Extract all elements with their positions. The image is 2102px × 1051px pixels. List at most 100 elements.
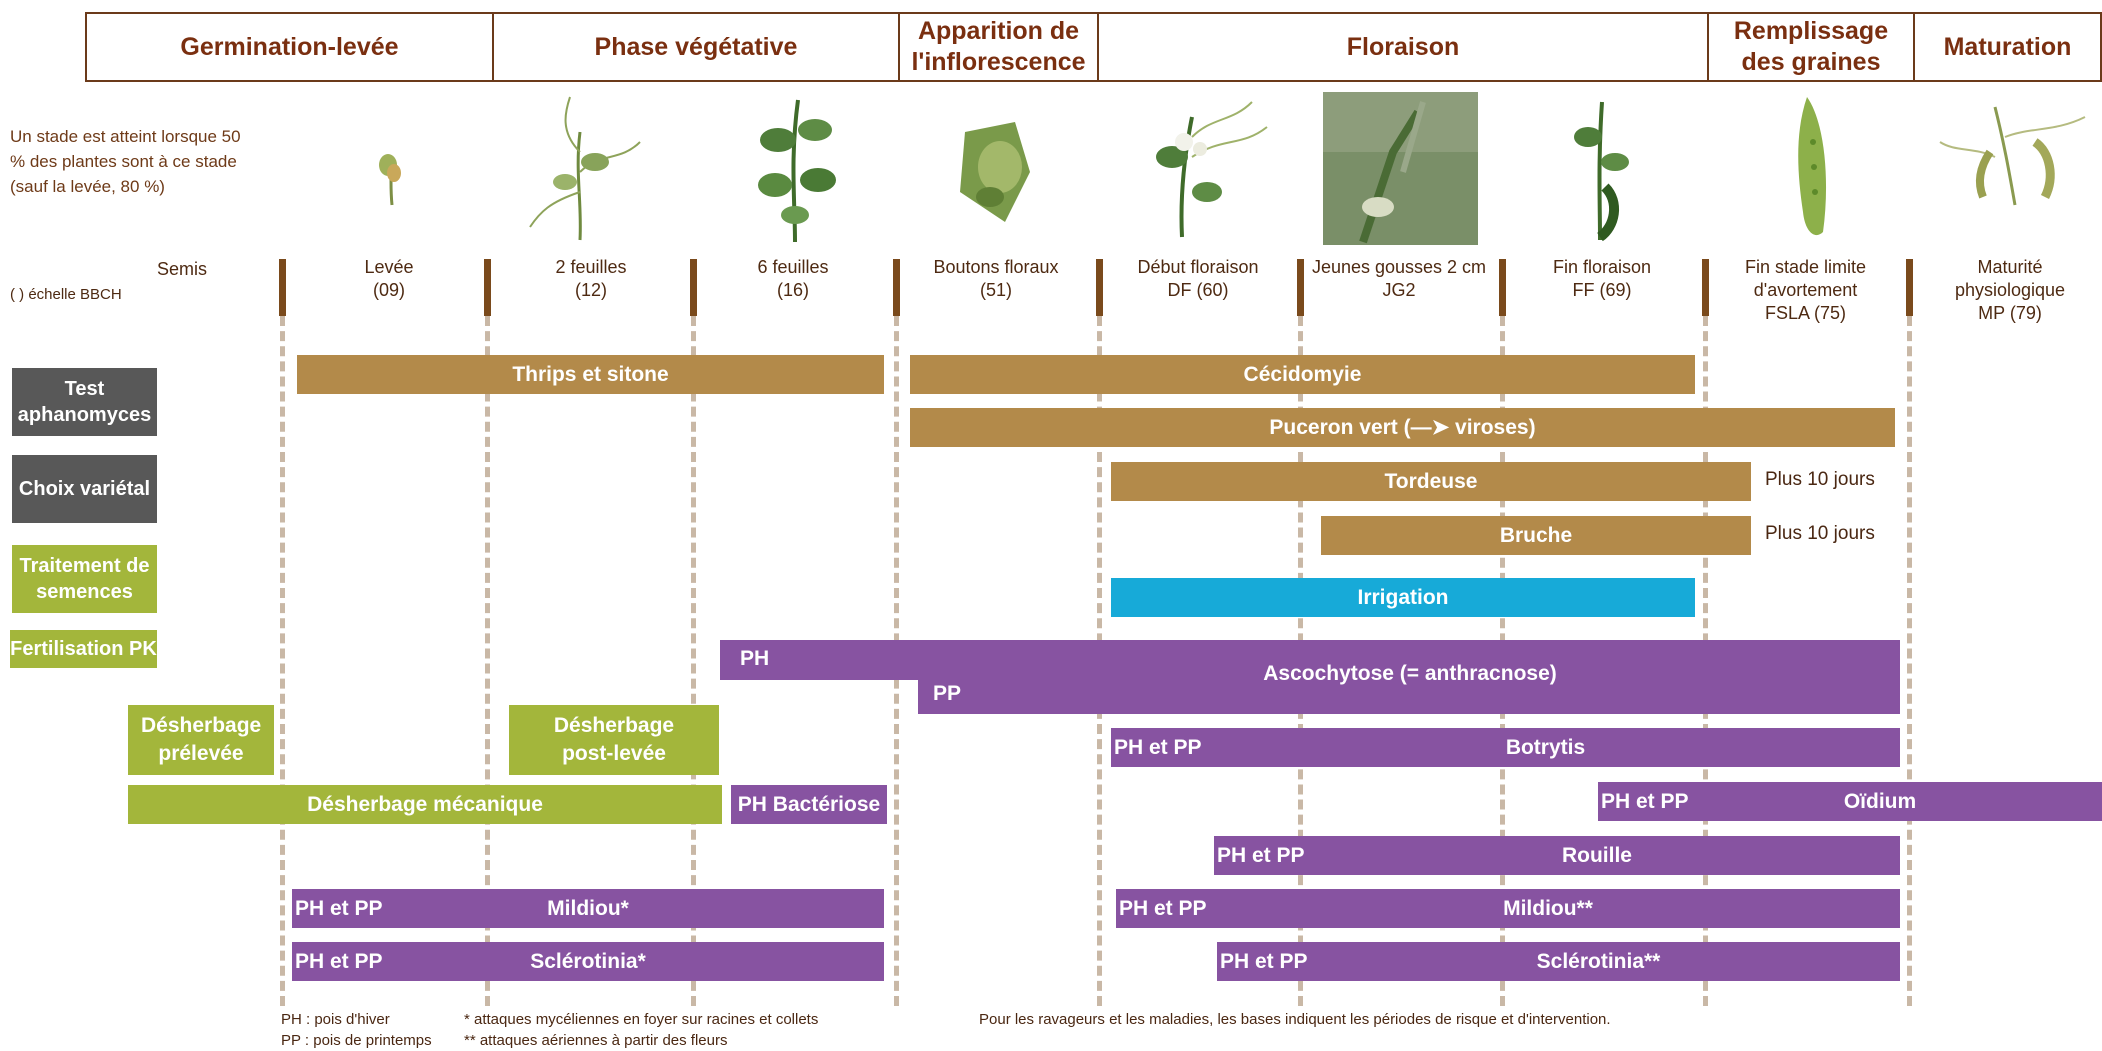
stage-tick	[279, 259, 286, 316]
phase-label: Phase végétative	[594, 32, 798, 61]
puceron-vert-bar: Puceron vert (—➤ viroses)	[910, 408, 1895, 447]
stage-code: MP (79)	[1978, 303, 2042, 323]
stage-guide-line	[1907, 316, 1912, 1006]
phase-label: Remplissage des graines	[1733, 17, 1889, 76]
bar-label: Sclérotinia*	[530, 949, 646, 973]
stage-guide-line	[280, 316, 285, 1006]
stage-name: Fin floraison	[1552, 257, 1652, 277]
phase-label: Floraison	[1346, 32, 1460, 61]
bruche-extension-note: Plus 10 jours	[1765, 523, 1875, 544]
stage-tick	[1906, 259, 1913, 316]
phase-remplissage: Remplissage des graines	[1707, 12, 1913, 82]
bbch-scale-label: ( ) échelle BBCH	[10, 286, 122, 303]
phase-germination-levee: Germination-levée	[85, 12, 492, 82]
bar-label: Tordeuse	[1384, 469, 1478, 493]
stage-code: DF (60)	[1167, 280, 1229, 300]
bar-label: Thrips et sitone	[512, 362, 669, 386]
six-leaves-plant-illustration	[758, 99, 836, 243]
stage-maturite: Maturité physiologique MP (79)	[1930, 256, 2090, 325]
stage-tick	[484, 259, 491, 316]
bar-prefix: PH et PP	[1119, 896, 1207, 920]
bar-prefix: PH et PP	[295, 896, 383, 920]
stage-jeunes-gousses: Jeunes gousses 2 cm JG2	[1299, 256, 1499, 302]
stage-code: (09)	[372, 280, 405, 300]
bar-prefix: PH et PP	[1601, 789, 1689, 813]
bar-label: Sclérotinia**	[1536, 949, 1661, 973]
stage-tick	[690, 259, 697, 316]
side-label: Test aphanomyces	[17, 378, 152, 426]
bar-label: Bruche	[1499, 523, 1573, 547]
bar-label: Cécidomyie	[1243, 362, 1362, 386]
stage-fin-floraison: Fin floraison FF (69)	[1507, 256, 1697, 302]
stage-name: 6 feuilles	[757, 257, 829, 277]
stage-name: Maturité physiologique	[1954, 257, 2066, 300]
bar-label: PH Bactériose	[737, 792, 881, 816]
footer-ph-legend: PH : pois d'hiver	[281, 1011, 390, 1028]
phase-inflorescence: Apparition de l'inflorescence	[898, 12, 1097, 82]
bar-prefix: PH et PP	[1220, 949, 1308, 973]
bar-label: Puceron vert (—➤ viroses)	[1269, 416, 1536, 439]
flowering-start-illustration	[1156, 101, 1268, 238]
stage-code: FSLA (75)	[1764, 303, 1847, 323]
bar-label: Botrytis	[1505, 735, 1586, 759]
desherbage-prelevee-bar: Désherbage prélevée	[128, 705, 274, 775]
bar-label: Rouille	[1561, 843, 1632, 867]
rouille-bar: PH et PP Rouille	[1214, 836, 1900, 875]
stage-guide-line	[485, 316, 490, 1006]
choix-varietal-box: Choix variétal	[12, 455, 157, 523]
stage-name: Jeunes gousses 2 cm	[1311, 257, 1487, 277]
mature-plant-illustration	[1939, 106, 2086, 206]
phase-label: Apparition de l'inflorescence	[911, 17, 1086, 76]
bar-prefix: PH et PP	[1217, 843, 1305, 867]
bar-label: Désherbage post-levée	[553, 714, 675, 765]
stage-name: Boutons floraux	[933, 257, 1059, 277]
phase-maturation: Maturation	[1913, 12, 2102, 82]
bar-label: Désherbage mécanique	[307, 792, 543, 816]
pea-pod-illustration	[1798, 97, 1827, 236]
bar-prefix: PH et PP	[295, 949, 383, 973]
ascochytose-label: Ascochytose (= anthracnose)	[1263, 662, 1557, 685]
bruche-bar: Bruche	[1321, 516, 1751, 555]
stage-code: JG2	[1382, 280, 1416, 300]
ascochytose-ph-label: PH	[740, 647, 770, 670]
stage-name: Levée	[364, 257, 414, 277]
oidium-bar: PH et PP Oïdium	[1598, 782, 2102, 821]
irrigation-bar: Irrigation	[1111, 578, 1695, 617]
seedling-illustration	[379, 154, 401, 206]
sclerotinia-early-bar: PH et PP Sclérotinia*	[292, 942, 884, 981]
stage-semis: Semis	[87, 258, 277, 281]
tordeuse-extension-note: Plus 10 jours	[1765, 469, 1875, 490]
phase-vegetative: Phase végétative	[492, 12, 898, 82]
stage-6-feuilles: 6 feuilles (16)	[698, 256, 888, 302]
footer-star1-note: * attaques mycéliennes en foyer sur raci…	[464, 1011, 819, 1028]
tordeuse-bar: Tordeuse	[1111, 462, 1751, 501]
thrips-sitone-bar: Thrips et sitone	[297, 355, 884, 394]
bar-prefix: PH et PP	[1114, 735, 1202, 759]
stage-tick	[1096, 259, 1103, 316]
bacteriose-bar: PH Bactériose	[731, 785, 887, 824]
fertilisation-pk-box: Fertilisation PK	[10, 630, 157, 668]
desherbage-postlevee-bar: Désherbage post-levée	[509, 705, 719, 775]
stage-code: FF (69)	[1572, 280, 1632, 300]
stage-code: (12)	[574, 280, 607, 300]
flower-buds-illustration	[960, 122, 1030, 222]
footer-pp-legend: PP : pois de printemps	[281, 1032, 432, 1049]
bar-label: Mildiou**	[1503, 896, 1593, 920]
cecidomyie-bar: Cécidomyie	[910, 355, 1695, 394]
stage-guide-line	[691, 316, 696, 1006]
phase-floraison: Floraison	[1097, 12, 1707, 82]
desherbage-mecanique-bar: Désherbage mécanique	[128, 785, 722, 824]
footer-risk-note: Pour les ravageurs et les maladies, les …	[979, 1011, 1611, 1028]
stage-2-feuilles: 2 feuilles(12)	[496, 256, 686, 302]
young-pods-photo	[1323, 92, 1478, 245]
phase-label: Maturation	[1943, 32, 2072, 61]
stage-code: (16)	[776, 280, 809, 300]
stage-code: (51)	[979, 280, 1012, 300]
two-leaves-plant-illustration	[529, 96, 641, 241]
ascochytose-pp-label: PP	[933, 682, 962, 705]
stage-tick	[1499, 259, 1506, 316]
stage-levee: Levée (09)	[294, 256, 484, 302]
stage-definition-note: Un stade est atteint lorsque 50 % des pl…	[10, 127, 241, 196]
